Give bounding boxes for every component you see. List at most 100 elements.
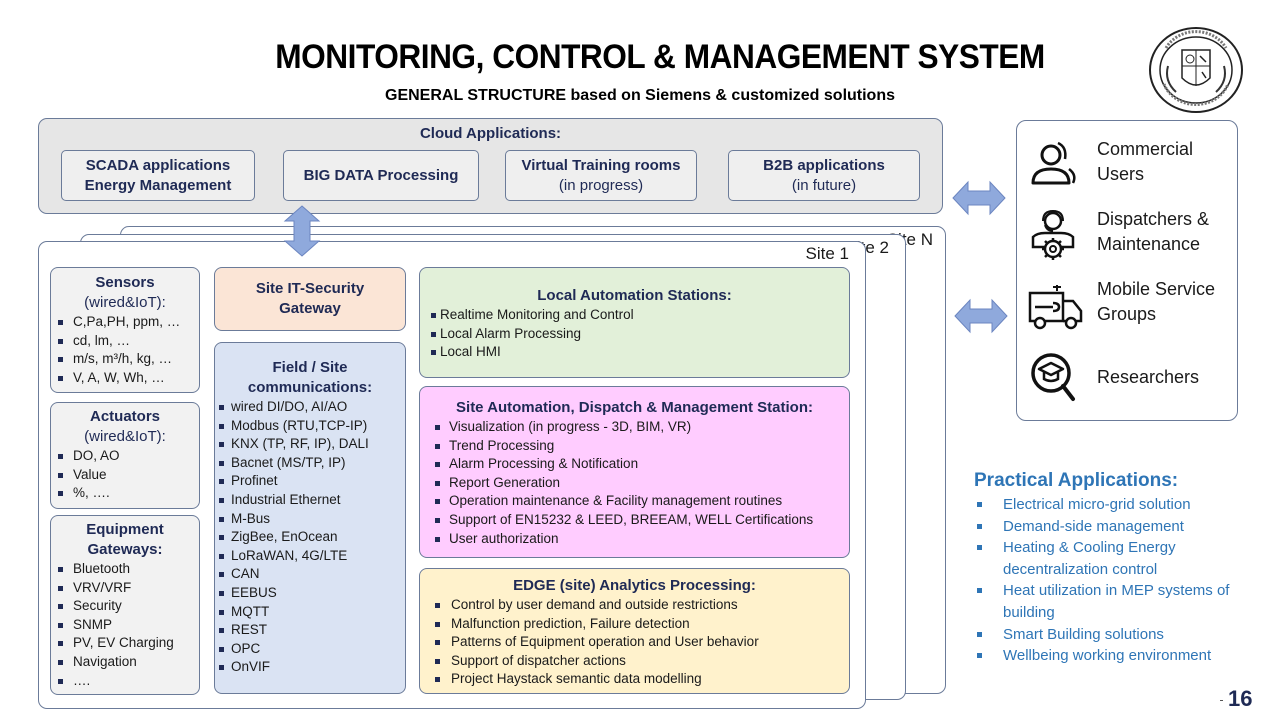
cloud-app-b2b-line1: B2B applications	[763, 156, 885, 174]
page-number-marker	[1220, 700, 1223, 701]
list-item: %, ….	[51, 484, 199, 503]
cloud-app-virtual-training-line2: (in progress)	[558, 176, 644, 194]
actuators-list: DO, AO Value %, ….	[51, 447, 199, 503]
list-item: Local Alarm Processing	[420, 325, 849, 344]
cloud-app-big-data-line1: BIG DATA Processing	[303, 166, 459, 184]
equipment-gateways-card: Equipment Gateways: Bluetooth VRV/VRF Se…	[50, 515, 200, 695]
list-item: Wellbeing working environment	[974, 645, 1274, 667]
list-item: Profinet	[215, 472, 405, 491]
actuators-subtitle: (wired&IoT):	[84, 428, 166, 445]
list-item: Heating & Cooling Energy decentralizatio…	[974, 537, 1274, 580]
list-item: MQTT	[215, 603, 405, 622]
it-security-gateway-card: Site IT-Security Gateway	[214, 267, 406, 331]
cloud-app-b2b: B2B applications (in future)	[728, 150, 920, 201]
list-item: Support of dispatcher actions	[420, 652, 849, 671]
local-automation-title: Local Automation Stations:	[537, 287, 732, 304]
practical-applications-title: Practical Applications:	[974, 470, 1179, 491]
list-item: User authorization	[420, 530, 849, 549]
user-group-commercial-label: Commercial Users	[1097, 137, 1247, 187]
gateway-line1: Site IT-Security	[255, 280, 365, 297]
site-users-arrow-icon	[954, 298, 1008, 334]
list-item: OnVIF	[215, 658, 405, 677]
list-item: Security	[51, 597, 199, 616]
list-item: DO, AO	[51, 447, 199, 466]
list-item: m/s, m³/h, kg, …	[51, 350, 199, 369]
list-item: Industrial Ethernet	[215, 491, 405, 510]
field-list: wired DI/DO, AI/AO Modbus (RTU,TCP-IP) K…	[215, 398, 405, 677]
page-number: 16	[1228, 686, 1253, 711]
user-group-mobile-service: Mobile Service Groups	[1027, 279, 1215, 335]
cloud-app-big-data: BIG DATA Processing	[283, 150, 479, 201]
field-communications-card: Field / Site communications: wired DI/DO…	[214, 342, 406, 694]
service-van-icon	[1028, 285, 1083, 330]
list-item: V, A, W, Wh, …	[51, 369, 199, 388]
list-item: cd, lm, …	[51, 332, 199, 351]
list-item: Realtime Monitoring and Control	[420, 306, 849, 325]
dispatcher-icon	[1031, 209, 1075, 260]
list-item: Bluetooth	[51, 560, 199, 579]
user-group-researchers-line1: Researchers	[1097, 367, 1200, 387]
list-item: Malfunction prediction, Failure detectio…	[420, 615, 849, 634]
user-group-dispatchers-line1: Dispatchers &	[1097, 209, 1210, 229]
list-item: KNX (TP, RF, IP), DALI	[215, 435, 405, 454]
list-item: Visualization (in progress - 3D, BIM, VR…	[420, 418, 849, 437]
management-station-title: Site Automation, Dispatch & Management S…	[456, 399, 813, 416]
sensors-card: Sensors (wired&IoT): C,Pa,PH, ppm, … cd,…	[50, 267, 200, 393]
user-group-commercial: Commercial Users	[1027, 137, 1193, 193]
list-item: Smart Building solutions	[974, 624, 1274, 646]
cloud-app-scada: SCADA applications Energy Management	[61, 150, 255, 201]
practical-applications-list: Electrical micro-grid solution Demand-si…	[974, 494, 1274, 667]
page-subtitle: GENERAL STRUCTURE based on Siemens & cus…	[385, 87, 895, 104]
management-station-list: Visualization (in progress - 3D, BIM, VR…	[420, 418, 849, 548]
list-item: Demand-side management	[974, 516, 1274, 538]
user-group-mobile-service-label: Mobile Service Groups	[1097, 277, 1247, 327]
list-item: Alarm Processing & Notification	[420, 455, 849, 474]
cloud-app-scada-line1: SCADA applications	[85, 156, 231, 174]
list-item: SNMP	[51, 616, 199, 635]
list-item: Project Haystack semantic data modelling	[420, 670, 849, 689]
list-item: Control by user demand and outside restr…	[420, 596, 849, 615]
list-item: ZigBee, EnOcean	[215, 528, 405, 547]
cloud-users-arrow-icon	[952, 180, 1006, 216]
list-item: Value	[51, 466, 199, 485]
list-item: Support of EN15232 & LEED, BREEAM, WELL …	[420, 511, 849, 530]
equipment-title-line2: Gateways:	[87, 541, 163, 558]
user-group-dispatchers-label: Dispatchers & Maintenance	[1097, 207, 1247, 257]
list-item: Trend Processing	[420, 437, 849, 456]
list-item: Electrical micro-grid solution	[974, 494, 1274, 516]
list-item: LoRaWAN, 4G/LTE	[215, 547, 405, 566]
user-group-mobile-service-line1: Mobile Service	[1097, 279, 1216, 299]
field-title-line2: communications:	[247, 379, 373, 396]
list-item: C,Pa,PH, ppm, …	[51, 313, 199, 332]
list-item: Patterns of Equipment operation and User…	[420, 633, 849, 652]
local-automation-card: Local Automation Stations: Realtime Moni…	[419, 267, 850, 378]
cloud-app-virtual-training: Virtual Training rooms (in progress)	[505, 150, 697, 201]
gateway-line2: Gateway	[279, 300, 341, 317]
actuators-card: Actuators (wired&IoT): DO, AO Value %, ……	[50, 402, 200, 509]
cloud-app-b2b-line2: (in future)	[791, 176, 857, 194]
list-item: VRV/VRF	[51, 579, 199, 598]
cloud-site-arrow-icon	[283, 205, 321, 257]
list-item: Navigation	[51, 653, 199, 672]
users-panel: Commercial Users Dispatchers & Maintenan…	[1016, 120, 1238, 421]
list-item: wired DI/DO, AI/AO	[215, 398, 405, 417]
equipment-list: Bluetooth VRV/VRF Security SNMP PV, EV C…	[51, 560, 199, 690]
university-seal-icon	[1149, 27, 1243, 113]
user-group-researchers-label: Researchers	[1097, 365, 1247, 390]
page-title: MONITORING, CONTROL & MANAGEMENT SYSTEM	[275, 38, 1045, 76]
site-1-label: Site 1	[805, 244, 849, 263]
edge-analytics-card: EDGE (site) Analytics Processing: Contro…	[419, 568, 850, 694]
list-item: Modbus (RTU,TCP-IP)	[215, 417, 405, 436]
edge-analytics-list: Control by user demand and outside restr…	[420, 596, 849, 689]
sensors-title: Sensors	[95, 274, 155, 291]
list-item: OPC	[215, 640, 405, 659]
cloud-app-scada-line2: Energy Management	[84, 176, 232, 194]
list-item: REST	[215, 621, 405, 640]
field-title-line1: Field / Site	[272, 359, 348, 376]
user-group-commercial-line1: Commercial	[1097, 139, 1194, 159]
user-group-dispatchers: Dispatchers & Maintenance	[1027, 209, 1209, 265]
edge-analytics-title: EDGE (site) Analytics Processing:	[513, 577, 756, 594]
practical-applications: Practical Applications: Electrical micro…	[974, 468, 1274, 667]
researcher-icon	[1031, 353, 1075, 401]
actuators-title: Actuators	[89, 408, 160, 425]
